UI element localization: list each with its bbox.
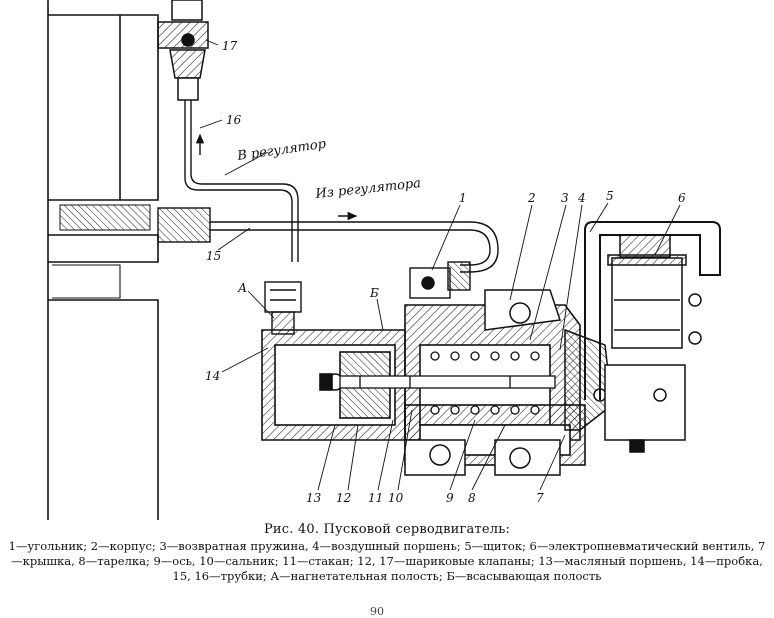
engine-housing — [47, 0, 159, 520]
label-16: 16 — [226, 113, 242, 127]
axis-9 — [339, 375, 556, 389]
label-A: А — [237, 281, 247, 295]
label-6: 6 — [678, 191, 686, 205]
shield-5 — [584, 221, 721, 400]
caption-legend: 1—угольник; 2—корпус; 3—возвратная пружи… — [8, 539, 766, 583]
label-17: 17 — [222, 39, 238, 53]
label-15: 15 — [206, 249, 221, 263]
label-3: 3 — [561, 191, 569, 205]
label-11: 11 — [368, 491, 383, 505]
label-12: 12 — [336, 491, 351, 505]
label-5: 5 — [606, 189, 614, 203]
servomotor-drawing: 17 16 В регулятор Из регулятора 15 1 2 3… — [47, 0, 721, 520]
label-10: 10 — [388, 491, 404, 505]
elbow-1 — [409, 261, 471, 299]
flow-from-regulator-label: Из регулятора — [314, 176, 422, 202]
tube-16 — [184, 100, 299, 262]
label-13: 13 — [306, 491, 322, 505]
label-14: 14 — [205, 369, 220, 383]
flow-to-regulator-label: В регулятор — [235, 137, 327, 164]
ball-valve-17 — [157, 0, 209, 101]
label-8: 8 — [468, 491, 476, 505]
label-2: 2 — [527, 191, 536, 205]
label-7: 7 — [536, 491, 544, 505]
label-4: 4 — [577, 191, 586, 205]
label-B: Б — [369, 286, 379, 300]
return-spring-3 — [430, 351, 540, 415]
label-1: 1 — [459, 191, 467, 205]
caption-title: Рис. 40. Пусковой серводвигатель: — [263, 522, 511, 537]
figure-caption: Рис. 40. Пусковой серводвигатель: 1—угол… — [8, 522, 766, 584]
page-number: 90 — [370, 605, 384, 618]
tube-15 — [157, 207, 499, 273]
label-9: 9 — [446, 491, 454, 505]
leader-lines — [199, 39, 681, 491]
mounting-bosses — [404, 289, 561, 476]
pneumatic-valve-6 — [604, 234, 702, 453]
fitting-14 — [264, 281, 302, 335]
